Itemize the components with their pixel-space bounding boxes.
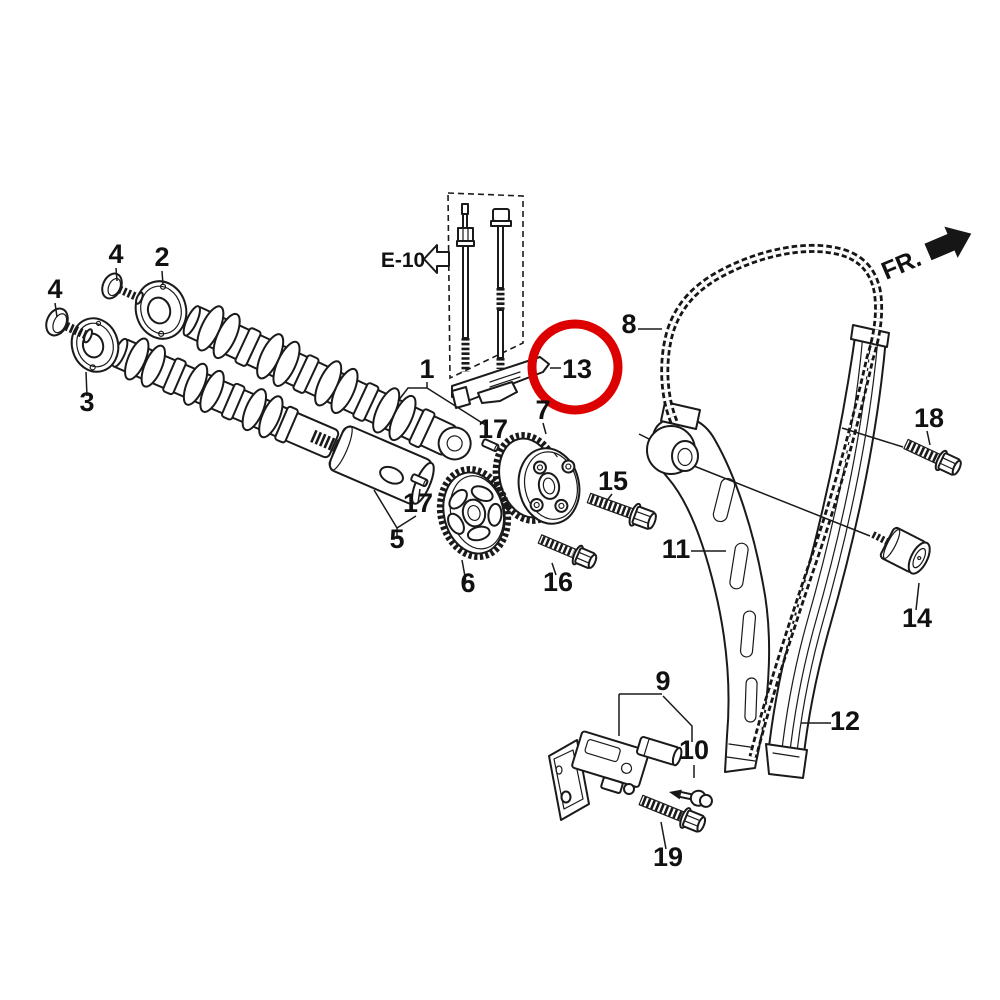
- part-label-2: 2: [154, 242, 169, 272]
- highlight-circle-part-13: [527, 319, 623, 415]
- vtc-actuator-7: [492, 432, 581, 525]
- part-label-3: 3: [79, 387, 94, 417]
- cam-holder-plate-13: [451, 356, 550, 409]
- part-label-4b: 4: [108, 239, 123, 269]
- fr-direction-arrow-icon: [924, 226, 972, 261]
- part-label-5: 5: [389, 524, 404, 554]
- camshaft-5: [111, 337, 435, 505]
- part-label-1: 1: [419, 354, 434, 384]
- part-label-17a: 17: [478, 414, 508, 444]
- chain-guide-12: [765, 324, 890, 779]
- part-label-12: 12: [830, 706, 860, 736]
- fr-direction-label: FR.: [877, 244, 925, 286]
- flange-bolt-16: [537, 534, 598, 570]
- part-label-18: 18: [914, 403, 944, 433]
- flange-bolt-19: [638, 794, 707, 833]
- part-label-11: 11: [662, 534, 691, 564]
- flange-bolt-18: [903, 438, 962, 476]
- e10-reference-arrow-icon: [423, 244, 450, 274]
- reference-dashed-box: [447, 192, 524, 380]
- part-label-17b: 17: [403, 488, 433, 518]
- timing-chain-8: [660, 243, 884, 759]
- flange-bolt-15: [586, 492, 657, 530]
- callout-leader-lines: [54, 267, 931, 850]
- flange-bolt-long: [490, 208, 512, 369]
- part-label-16: 16: [543, 567, 573, 597]
- cam-end-plate-2: [134, 280, 188, 340]
- chain-tensioner-9: [548, 730, 683, 821]
- tensioner-pin-10: [669, 789, 713, 808]
- tensioner-arm-11: [638, 401, 771, 773]
- camshaft-1: [182, 305, 472, 461]
- part-label-10: 10: [679, 735, 709, 765]
- pivot-cap-bolt-14: [871, 526, 931, 575]
- e10-reference-label: E-10: [381, 249, 425, 272]
- part-label-7: 7: [535, 395, 550, 425]
- part-label-4a: 4: [47, 274, 62, 304]
- part-label-9: 9: [655, 666, 670, 696]
- cam-end-plate-3: [70, 317, 120, 373]
- part-label-13: 13: [562, 354, 592, 384]
- part-label-19: 19: [653, 842, 683, 872]
- part-label-8: 8: [621, 309, 636, 339]
- sealing-plug-4-left: [45, 307, 94, 344]
- cam-sprocket-6: [436, 465, 512, 561]
- part-label-15: 15: [598, 466, 628, 496]
- stud-bolt-long: [456, 203, 475, 372]
- part-label-6: 6: [460, 568, 475, 598]
- part-label-14: 14: [902, 603, 932, 633]
- dowel-pin-17-lower: [410, 473, 429, 488]
